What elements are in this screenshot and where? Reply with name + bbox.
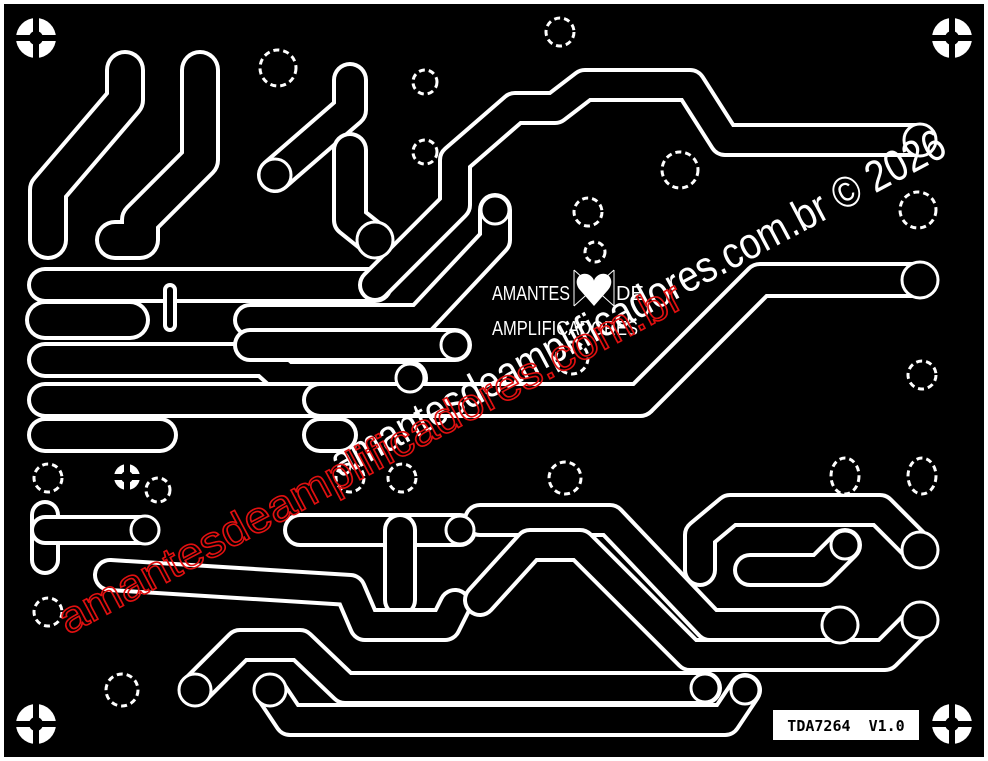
solid-pads (129, 122, 940, 708)
logo-line1: AMANTES (492, 283, 570, 305)
mount-hole-top-left (12, 14, 60, 62)
mount-hole-top-right (928, 14, 976, 62)
ground-cross-pad (112, 462, 142, 492)
logo-bowtie-icon (573, 269, 615, 307)
logo-line2: AMPLIFICADORES (492, 318, 638, 340)
mount-hole-bottom-left (12, 700, 60, 748)
version-label-box: TDA7264 V1.0 (773, 710, 919, 740)
version-label: TDA7264 V1.0 (787, 717, 904, 735)
mount-hole-bottom-right (928, 700, 976, 748)
mounting-holes (12, 14, 976, 748)
logo: AMANTES DE AMPLIFICADORES (492, 269, 644, 340)
heart-icon (576, 273, 612, 306)
dashed-pads (32, 16, 938, 708)
traces (25, 50, 938, 737)
logo-line1b: DE (616, 283, 644, 305)
